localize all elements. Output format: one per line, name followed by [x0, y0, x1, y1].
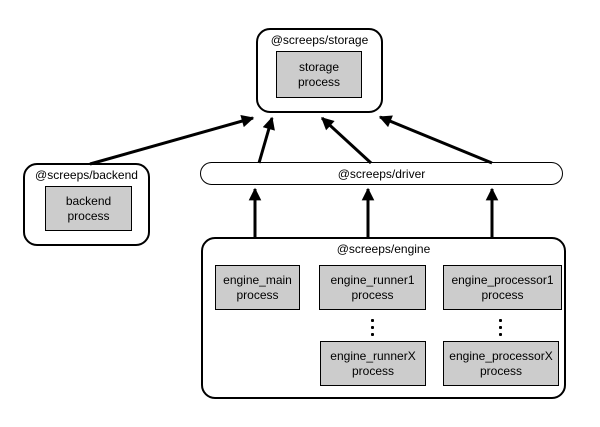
engine-processorx-process-label: process: [479, 363, 523, 378]
storage-node: @screeps/storage storage process: [256, 28, 383, 113]
storage-process-label: process: [297, 74, 341, 89]
dot: [499, 318, 502, 322]
engine-node: @screeps/engine engine_main process engi…: [201, 237, 566, 399]
engine-runner1-process-box: engine_runner1 process: [319, 265, 426, 310]
dot: [371, 325, 374, 329]
vertical-dots-icon: [494, 315, 507, 339]
driver-node-title: @screeps/driver: [337, 166, 426, 181]
engine-runner1-process-label: process: [351, 287, 394, 302]
backend-process-box: backend process: [45, 186, 132, 231]
engine-runnerx-process-name: engine_runnerX: [330, 348, 416, 363]
engine-runnerx-process-box: engine_runnerX process: [320, 341, 426, 386]
storage-process-box: storage process: [276, 51, 362, 98]
storage-node-title: @screeps/storage: [270, 33, 369, 47]
arrow-driver-to-storage-right: [378, 115, 493, 165]
engine-main-process-name: engine_main: [223, 272, 292, 287]
engine-processorx-process-name: engine_processorX: [449, 348, 553, 363]
engine-runner1-process-name: engine_runner1: [330, 272, 415, 287]
arrow-driver-to-storage-middle: [320, 116, 373, 165]
engine-processorx-process-box: engine_processorX process: [443, 341, 559, 386]
storage-process-name: storage: [298, 59, 340, 74]
dot: [499, 325, 502, 329]
backend-process-name: backend: [65, 193, 112, 208]
engine-processor1-process-box: engine_processor1 process: [443, 265, 562, 310]
arrow-driver-to-storage-left: [257, 116, 275, 164]
engine-processor1-process-name: engine_processor1: [451, 272, 554, 287]
engine-processor1-process-label: process: [481, 287, 524, 302]
engine-runnerx-process-label: process: [351, 363, 395, 378]
dot: [371, 318, 374, 322]
dot: [499, 332, 502, 336]
dot: [371, 332, 374, 336]
backend-node-title: @screeps/backend: [35, 168, 138, 182]
engine-main-process-label: process: [236, 287, 279, 302]
arrow-backend-to-storage: [89, 115, 255, 166]
vertical-dots-icon: [366, 315, 379, 339]
engine-node-title: @screeps/engine: [336, 242, 431, 256]
engine-main-process-box: engine_main process: [215, 265, 300, 310]
driver-node: @screeps/driver: [200, 162, 563, 185]
backend-node: @screeps/backend backend process: [23, 163, 150, 246]
backend-process-label: process: [67, 208, 110, 223]
